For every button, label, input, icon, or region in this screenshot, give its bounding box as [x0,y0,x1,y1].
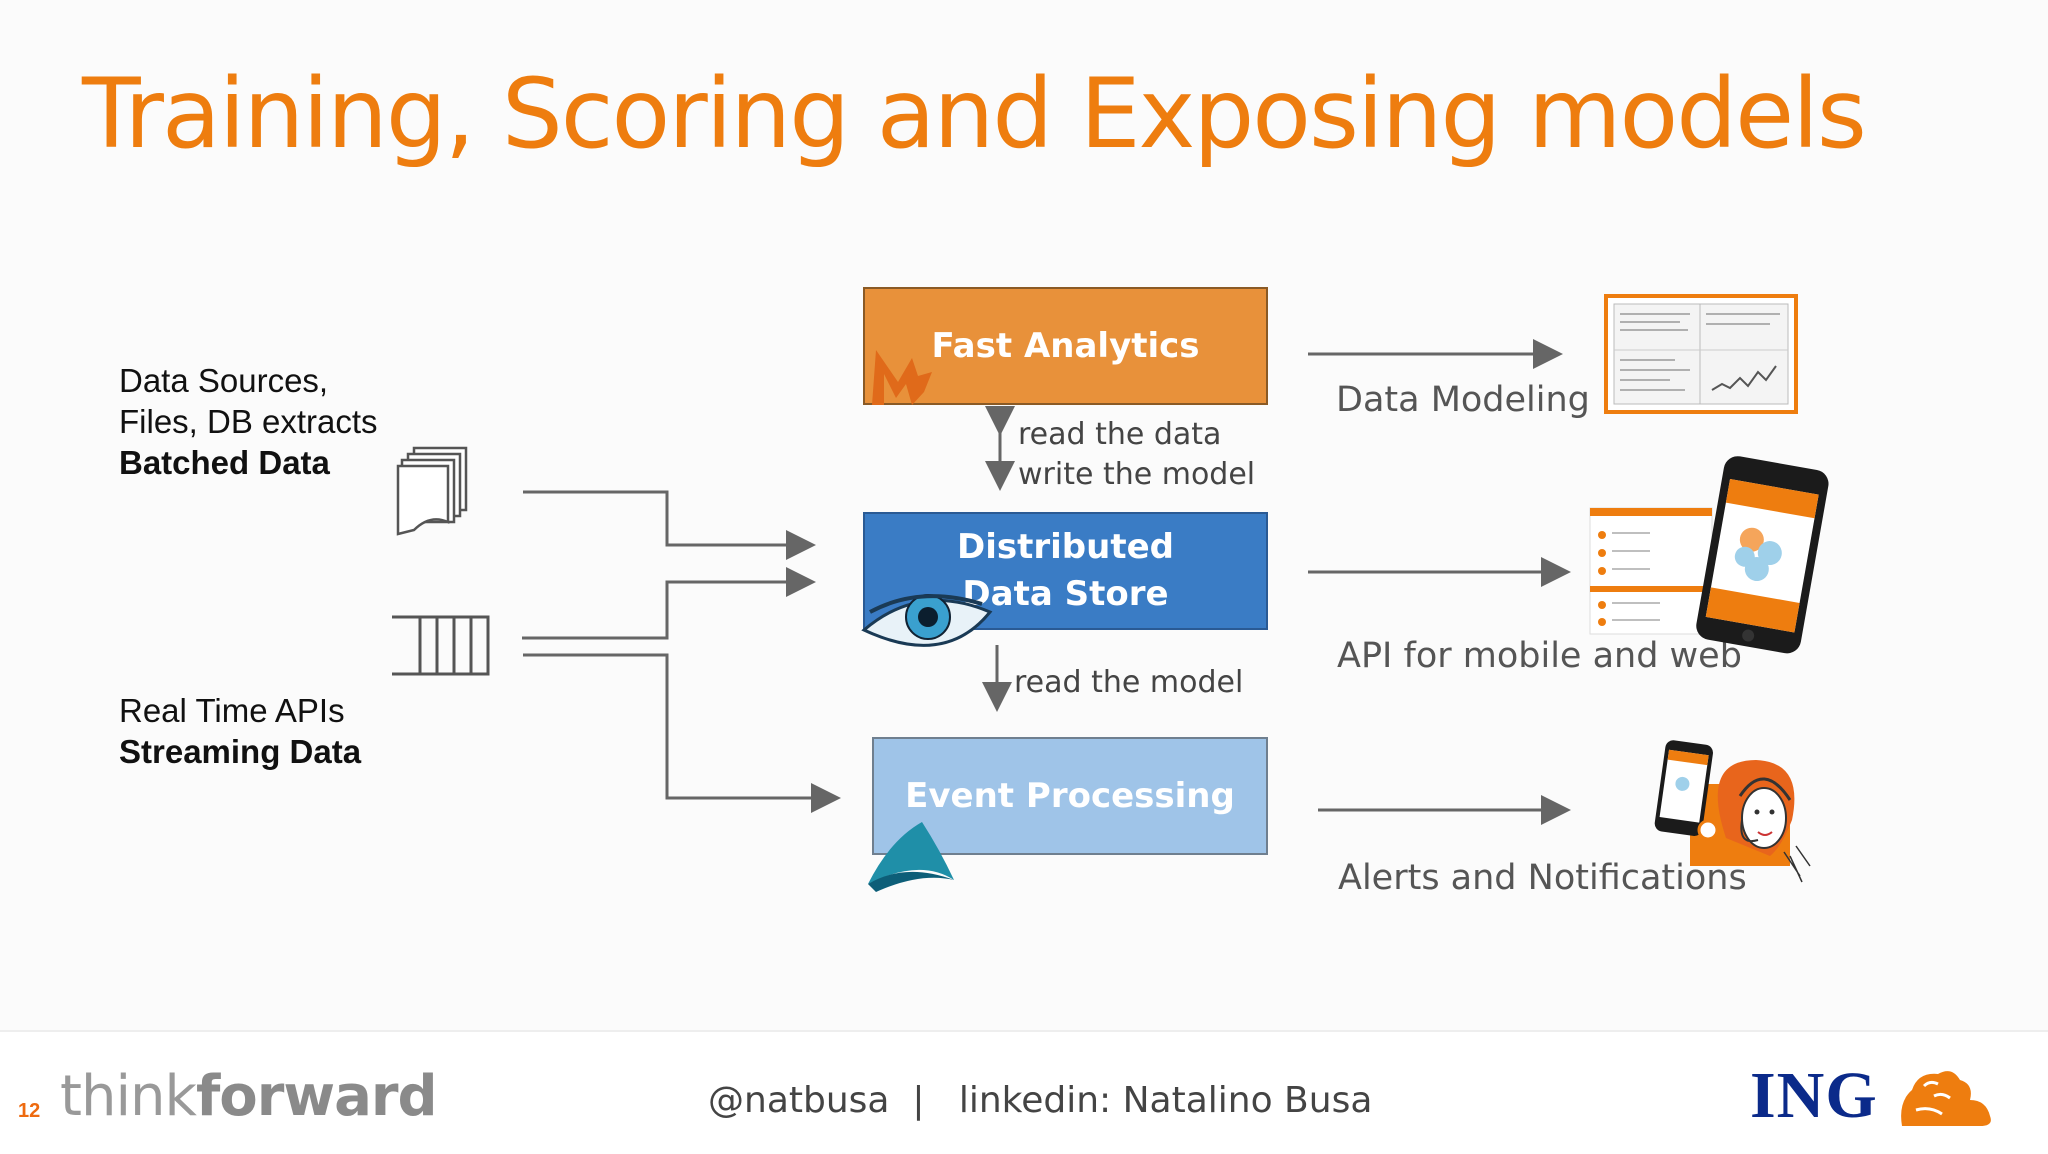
rstudio-screenshot [1604,294,1798,414]
document-stack-icon [396,446,468,536]
mobile-phone-icon [1696,456,1829,654]
page-number: 12 [18,1100,41,1122]
input-connectors [522,490,841,813]
output-api: API for mobile and web [1337,636,1742,676]
batched-sources-text: Data Sources, Files, DB extracts Batched… [119,360,378,483]
footer-credits: @natbusa | linkedin: Natalino Busa [708,1080,1373,1121]
slide-title: Training, Scoring and Exposing models [82,58,1867,170]
read-model-label: read the model [1014,665,1244,700]
batched-line-2: Files, DB extracts [119,403,378,440]
streaming-label: Streaming Data [119,733,362,770]
cassandra-eye-icon [861,594,993,647]
vertical-arrows [982,406,1015,712]
stream-to-store-arrow [522,567,816,640]
thinkforward-logo: thinkforward [60,1064,438,1129]
output-data-modeling: Data Modeling [1336,380,1590,420]
queue-icon [392,615,490,676]
call-center-agent-icon [1654,740,1811,883]
brand-light: think [60,1064,197,1129]
read-data-label: read the data [1018,417,1222,452]
brand-bold: forward [195,1064,438,1129]
fast-analytics-box: Fast Analytics [863,287,1268,405]
web-app-screenshot [1589,507,1713,635]
stream-to-events-arrow [523,653,841,813]
distributed-store-label: Distributed Data Store [957,527,1174,614]
ing-lion-logo [1901,1071,1991,1126]
spark-logo-icon [872,350,932,405]
batched-to-store-arrow [523,490,816,560]
akka-logo-icon [868,822,954,892]
footer-bar [0,1030,2048,1154]
event-processing-box: Event Processing [872,737,1268,855]
streaming-line-1: Real Time APIs [119,692,345,729]
diagram-graphics [392,294,1829,892]
fast-analytics-label: Fast Analytics [931,325,1200,366]
event-processing-label: Event Processing [905,775,1235,816]
output-alerts: Alerts and Notifications [1338,858,1747,898]
streaming-sources-text: Real Time APIs Streaming Data [119,690,361,772]
ing-logo-text: ING [1750,1059,1878,1132]
output-arrows [1308,339,1571,825]
write-model-label: write the model [1018,457,1256,492]
batched-line-1: Data Sources, [119,362,329,399]
batched-label: Batched Data [119,444,330,481]
